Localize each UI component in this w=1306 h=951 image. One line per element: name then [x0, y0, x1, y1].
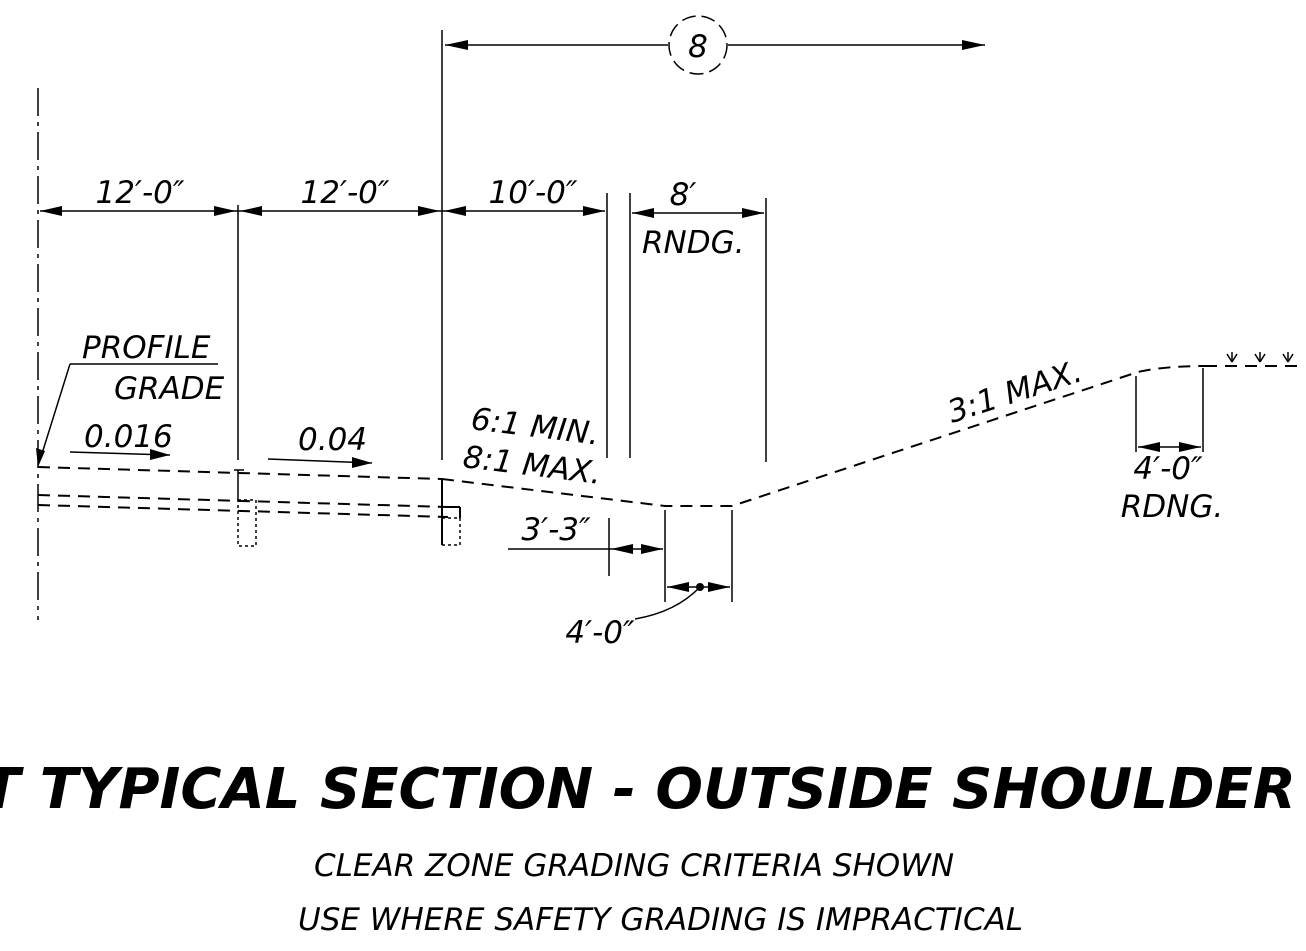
pavement-section — [37, 466, 461, 547]
callout-number: 8 — [688, 29, 708, 65]
joint-detail-shoulder-edge — [441, 517, 461, 546]
profile-grade-label-line2: GRADE — [114, 371, 225, 407]
ground-surface-symbols — [1226, 352, 1294, 363]
pavement-bottom-line — [37, 504, 449, 518]
note-clear-zone: CLEAR ZONE GRADING CRITERIA SHOWN — [314, 848, 954, 884]
lane-1-width-dimension: 12′-0″ — [96, 175, 185, 211]
backslope-label: 3:1 MAX. — [943, 353, 1086, 430]
rounding-right-label: RDNG. — [1121, 489, 1223, 525]
lane-1-slope-value: 0.016 — [84, 419, 173, 455]
shoulder-width-dimension: 10′-0″ — [489, 175, 578, 211]
joint-detail-lane-edge — [237, 499, 257, 547]
section-title: T TYPICAL SECTION - OUTSIDE SHOULDER — [0, 757, 1296, 822]
ditch-offset-dimension: 3′-3″ — [508, 510, 733, 602]
ditch-bottom-value: 4′-0″ — [565, 615, 635, 651]
rounding-top-label: RNDG. — [642, 225, 744, 261]
lane-dimensions: 12′-0″ 12′-0″ 10′-0″ — [40, 175, 605, 216]
pavement-top-surface — [37, 466, 443, 480]
callout-dimension: 8 — [445, 15, 985, 75]
ditch-bottom-dimension: 4′-0″ — [565, 582, 730, 651]
ground-profile — [441, 352, 1300, 507]
rounding-top-dimension: 8′ RNDG. — [632, 177, 764, 261]
lane-2-width-dimension: 12′-0″ — [301, 175, 390, 211]
rounding-right-value: 4′-0″ — [1133, 451, 1203, 487]
profile-grade-label-line1: PROFILE — [82, 330, 211, 366]
pavement-layer-line — [37, 494, 449, 508]
ditch-offset-value: 3′-3″ — [521, 512, 591, 548]
rounding-top-value: 8′ — [670, 177, 697, 213]
rounding-right-dimension: 4′-0″ RDNG. — [1121, 368, 1223, 525]
lane-1-slope: 0.016 — [69, 419, 173, 460]
lane-2-slope-value: 0.04 — [298, 422, 367, 458]
lane-2-slope: 0.04 — [267, 422, 373, 468]
note-safety-grading: USE WHERE SAFETY GRADING IS IMPRACTICAL — [298, 902, 1023, 938]
callout-circle — [668, 15, 728, 75]
profile-grade-callout: PROFILE GRADE — [36, 330, 225, 467]
